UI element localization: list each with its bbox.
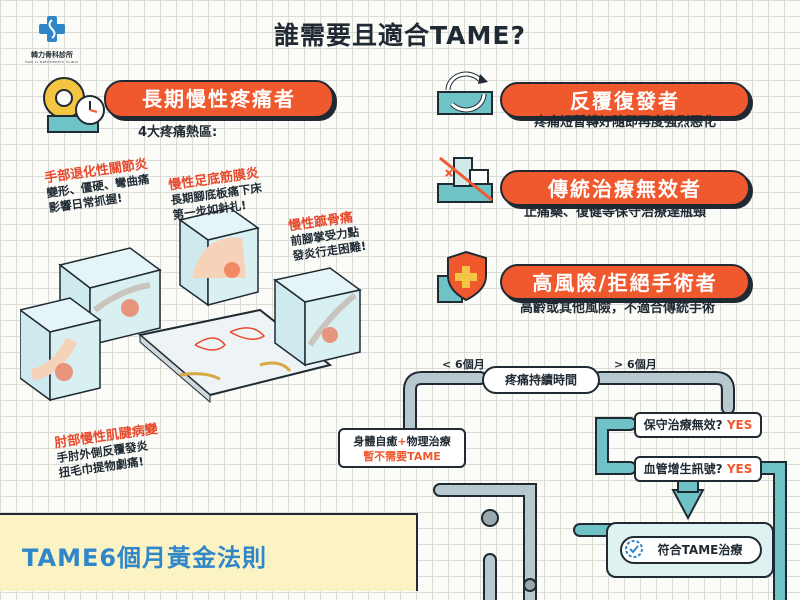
flow-result-text: 符合TAME治療 — [657, 543, 743, 557]
rule-label: TAME6個月黃金法則 — [22, 544, 268, 572]
clinic-logo: 韓力骨科診所 HAN LI ORTHOPEDIC CLINIC — [22, 14, 82, 64]
logo-subtitle: HAN LI ORTHOPEDIC CLINIC — [25, 60, 79, 64]
hand-outline-icon — [194, 337, 226, 351]
banner-high-risk-text: 高風險/拒絕手術者 — [532, 271, 718, 295]
flow-q1-box: 保守治療無效? YES — [634, 412, 762, 438]
flow-q1-yes: YES — [726, 418, 753, 432]
self-heal-plus: + — [397, 435, 407, 448]
flow-q2-text: 血管增生訊號? — [643, 462, 723, 476]
flow-duration-box: 疼痛持續時間 — [482, 366, 600, 394]
note-metatarsalgia: 慢性蹠骨痛 前腳掌受力點 發炎行走困難! — [287, 205, 368, 264]
banner-recurring-text: 反覆復發者 — [570, 89, 680, 113]
flow-q2-box: 血管增生訊號? YES — [634, 456, 762, 482]
page-title: 誰需要且適合TAME? — [274, 21, 526, 50]
forefoot-box — [273, 267, 362, 367]
self-heal-part-a: 身體自癒 — [353, 435, 398, 448]
flow-q1-text: 保守治療無效? — [643, 418, 723, 432]
failed-treatment-desc: 止痛藥、復健等保守治療達瓶頸 — [524, 205, 707, 220]
elbow-box — [20, 297, 102, 402]
flow-lt6-label: < 6個月 — [442, 358, 485, 371]
logo-name: 韓力骨科診所 — [31, 51, 73, 59]
recurring-arrows-icon — [437, 71, 493, 115]
flow-result-box: 符合TAME治療 — [620, 536, 762, 564]
gear-clock-icon — [43, 77, 105, 133]
flow-q2-yes: YES — [726, 462, 753, 476]
recurring-desc: 疼痛短暫轉好隨即再度強烈惡化 — [534, 115, 717, 130]
banner-chronic-pain-text: 長期慢性疼痛者 — [142, 87, 296, 111]
failed-treatment-icon — [437, 156, 493, 203]
valve-icon — [481, 509, 499, 527]
heel-box — [178, 207, 260, 307]
hotspot-subtitle: 4大疼痛熱區: — [138, 125, 218, 140]
banner-high-risk: 高風險/拒絕手術者 — [500, 264, 750, 300]
rule-panel — [0, 513, 418, 591]
banner-failed-treatment-text: 傳統治療無效者 — [548, 177, 702, 201]
banner-recurring: 反覆復發者 — [500, 82, 750, 118]
flow-pipes — [403, 371, 787, 600]
banner-failed-treatment: 傳統治療無效者 — [500, 170, 750, 206]
self-heal-part-b: 物理治療 — [406, 435, 451, 448]
flow-arrow-down — [671, 489, 705, 521]
banner-chronic-pain: 長期慢性疼痛者 — [104, 80, 334, 118]
medical-cross-icon — [39, 16, 65, 42]
self-heal-part-c: 暫不需要TAME — [363, 450, 441, 463]
isometric-anatomy-illustration — [20, 207, 362, 404]
gear-check-icon — [625, 540, 643, 558]
shield-cross-icon — [437, 250, 487, 303]
high-risk-desc: 高齡或其他風險，不適合傳統手術 — [520, 301, 716, 316]
flow-gt6-label: > 6個月 — [614, 358, 657, 371]
flow-self-heal-box: 身體自癒+物理治療 暫不需要TAME — [338, 428, 466, 468]
